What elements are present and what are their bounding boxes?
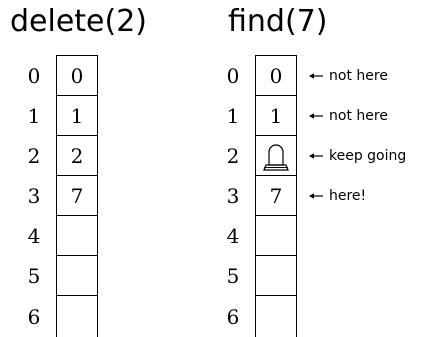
table-row: 0 0 not here bbox=[227, 56, 388, 96]
arrow-left-icon bbox=[309, 112, 323, 119]
annotation: keep going bbox=[309, 148, 406, 164]
table-row: 5 bbox=[227, 256, 296, 296]
row-index: 4 bbox=[27, 223, 41, 248]
table-row: 4 bbox=[227, 216, 296, 256]
table-row: 6 bbox=[227, 296, 296, 337]
row-index: 2 bbox=[27, 143, 41, 168]
row-index: 4 bbox=[226, 223, 240, 248]
cell-value: 0 bbox=[70, 63, 84, 88]
cell-value: 1 bbox=[70, 103, 84, 128]
cell-value: 7 bbox=[70, 183, 84, 208]
row-index: 1 bbox=[27, 103, 41, 128]
row-index: 3 bbox=[27, 183, 41, 208]
table-row: 3 7 here! bbox=[227, 176, 366, 216]
annotation-text: here! bbox=[329, 187, 367, 204]
row-index: 0 bbox=[226, 63, 240, 88]
annotation: not here bbox=[309, 108, 388, 124]
table-row: 6 bbox=[28, 296, 97, 337]
row-index: 6 bbox=[226, 304, 240, 329]
table-row: 2 2 bbox=[28, 136, 97, 176]
table-row: 4 bbox=[28, 216, 97, 256]
annotation-text: not here bbox=[329, 67, 388, 84]
row-index: 0 bbox=[27, 63, 41, 88]
cell-value: 2 bbox=[70, 143, 84, 168]
table-row: 1 1 not here bbox=[227, 96, 388, 136]
delete-title: delete(2) bbox=[10, 4, 148, 39]
row-index: 5 bbox=[226, 263, 240, 288]
arrow-left-icon bbox=[309, 192, 323, 199]
table-row: 2 keep going bbox=[227, 136, 406, 176]
row-index: 1 bbox=[226, 103, 240, 128]
tombstone-icon bbox=[263, 143, 289, 171]
table-row: 1 1 bbox=[28, 96, 97, 136]
row-index: 3 bbox=[226, 183, 240, 208]
arrow-left-icon bbox=[309, 72, 323, 79]
annotation-text: keep going bbox=[329, 147, 407, 164]
cell-value: 1 bbox=[269, 103, 283, 128]
row-index: 6 bbox=[27, 304, 41, 329]
annotation: not here bbox=[309, 68, 388, 84]
arrow-left-icon bbox=[309, 152, 323, 159]
annotation: here! bbox=[309, 188, 366, 204]
find-title: find(7) bbox=[228, 4, 328, 39]
table-row: 5 bbox=[28, 256, 97, 296]
annotation-text: not here bbox=[329, 107, 388, 124]
table-row: 0 0 bbox=[28, 56, 97, 96]
cell-value: 0 bbox=[269, 63, 283, 88]
delete-table: 0 0 1 1 2 2 3 7 4 5 6 bbox=[28, 55, 98, 337]
table-row: 3 7 bbox=[28, 176, 97, 216]
cell-value: 7 bbox=[269, 183, 283, 208]
row-index: 2 bbox=[226, 143, 240, 168]
find-table: 0 0 not here 1 1 not here 2 keep going 3… bbox=[227, 55, 406, 337]
row-index: 5 bbox=[27, 263, 41, 288]
